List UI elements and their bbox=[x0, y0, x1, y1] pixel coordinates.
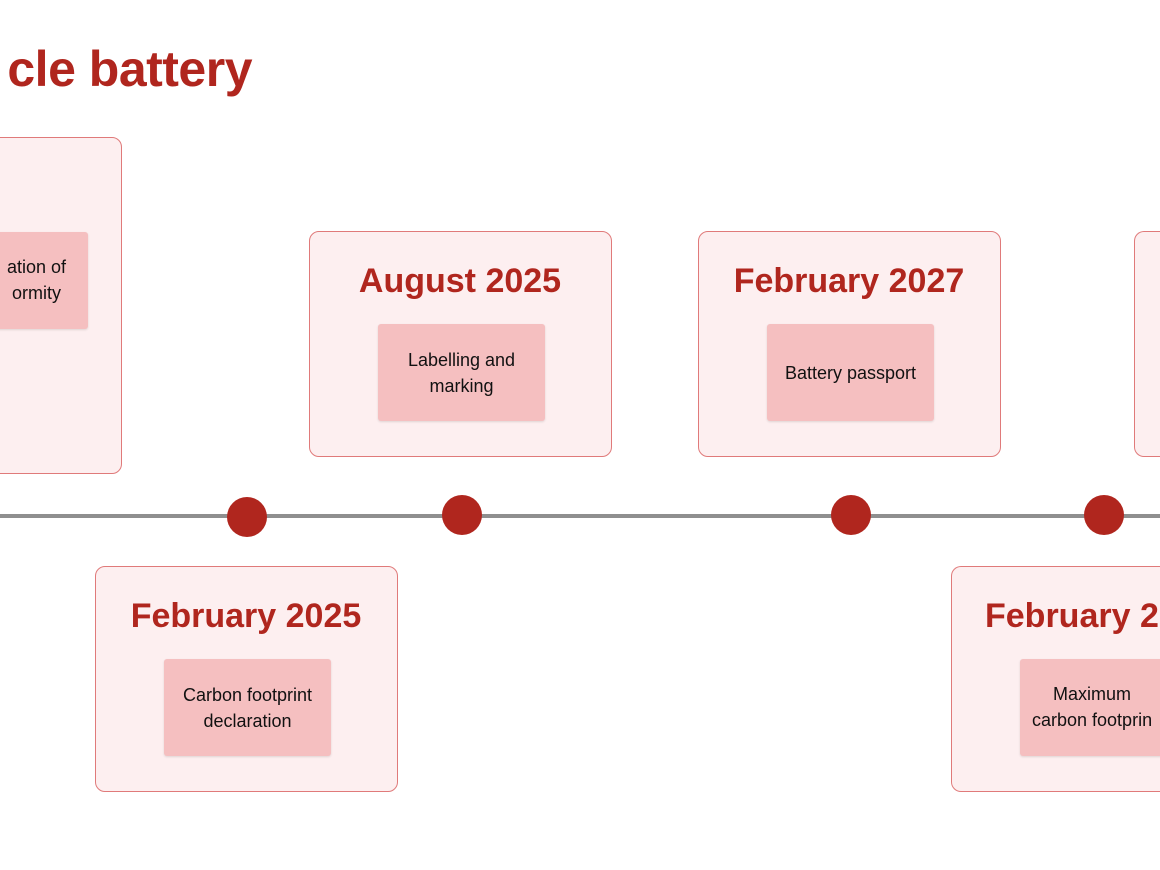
timeline-line bbox=[0, 514, 1160, 518]
timeline-card-date: February 2027 bbox=[733, 262, 965, 300]
timeline-card-item-label: Battery passport bbox=[784, 362, 917, 383]
timeline-card-date: February 2 bbox=[985, 597, 1159, 635]
timeline-card-item-label: Labelling and marking bbox=[407, 349, 516, 396]
timeline-card: February 2 Maximum carbon footprin bbox=[951, 566, 1160, 792]
timeline-card bbox=[1134, 231, 1160, 457]
timeline-card: August 2025 Labelling and marking bbox=[309, 231, 612, 457]
title-container: cle battery bbox=[0, 40, 260, 110]
timeline-card-item: Labelling and marking bbox=[378, 324, 545, 421]
timeline-card-date: August 2025 bbox=[358, 262, 562, 300]
timeline-card-date: February 2025 bbox=[130, 597, 362, 635]
timeline-card-item: Battery passport bbox=[767, 324, 934, 421]
page-title: cle battery bbox=[7, 41, 252, 97]
timeline-card-item: ation of ormity bbox=[0, 232, 88, 329]
timeline-card-item: Carbon footprint declaration bbox=[164, 659, 331, 756]
timeline-dot bbox=[831, 495, 871, 535]
timeline-card: ation of ormity bbox=[0, 137, 122, 474]
timeline-dot bbox=[1084, 495, 1124, 535]
timeline-card-item-label: Maximum carbon footprin bbox=[1032, 684, 1153, 730]
timeline-card: February 2027 Battery passport bbox=[698, 231, 1001, 457]
timeline-dot bbox=[442, 495, 482, 535]
timeline-card-item-label: Carbon footprint declaration bbox=[182, 684, 313, 731]
timeline-card-item-label: ation of ormity bbox=[6, 257, 66, 303]
timeline-card-item: Maximum carbon footprin bbox=[1020, 659, 1160, 756]
timeline-dot bbox=[227, 497, 267, 537]
timeline-card: February 2025 Carbon footprint declarati… bbox=[95, 566, 398, 792]
